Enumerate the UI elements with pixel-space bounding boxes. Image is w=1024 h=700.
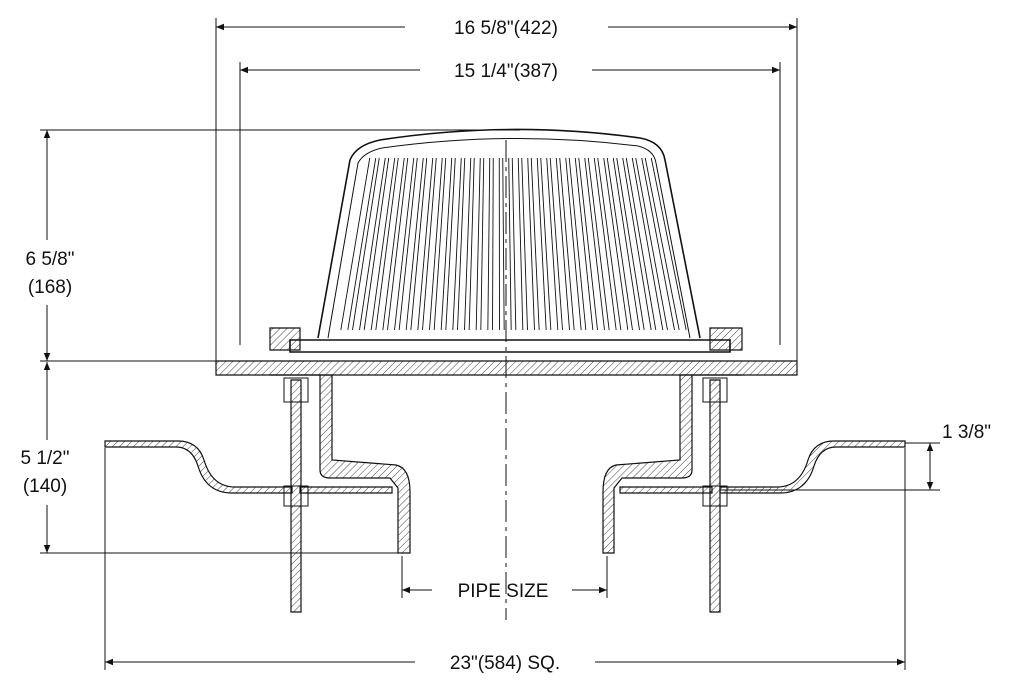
label-flange-width: 16 5/8"(422) — [454, 18, 558, 39]
dome-rib — [644, 157, 687, 331]
label-body-depth-in: 5 1/2" — [20, 448, 69, 469]
extension-lines — [40, 18, 940, 670]
dome-strainer — [269, 128, 743, 353]
dome-rib — [530, 157, 547, 331]
dome-rib — [375, 157, 405, 331]
dome-rib — [387, 157, 415, 331]
dome-rib — [340, 157, 377, 331]
dome-rib — [398, 157, 424, 331]
dome-rib — [521, 157, 535, 331]
dome-rib — [363, 157, 396, 331]
dome-rib — [352, 157, 386, 331]
dome-rib — [549, 157, 570, 331]
drain-body — [104, 360, 906, 613]
dome-rib — [410, 157, 434, 331]
label-dome-height-in: 6 5/8" — [25, 249, 74, 270]
dome-rib — [616, 157, 652, 331]
dome-rib — [606, 157, 640, 331]
dome-rib — [540, 157, 559, 331]
dome-rib — [445, 157, 462, 331]
dome-rib — [587, 157, 617, 331]
label-dome-height-mm: (168) — [28, 277, 72, 298]
dome-rib — [578, 157, 605, 331]
dome-rib — [502, 157, 512, 331]
dome-rib — [480, 157, 491, 331]
dome-rib — [457, 157, 472, 331]
dome-rib — [635, 157, 675, 331]
dimension-lines — [43, 23, 934, 666]
label-sump-square: 23"(584) SQ. — [450, 653, 560, 674]
label-pipe-size: PIPE SIZE — [458, 581, 549, 602]
dome-rib — [468, 157, 481, 331]
dome-rib — [597, 157, 629, 331]
dome-ribs — [340, 157, 687, 331]
label-dome-width: 15 1/4"(387) — [454, 61, 558, 82]
dome-rib — [422, 157, 443, 331]
dome-rib — [433, 157, 453, 331]
dome-rib — [492, 157, 500, 331]
dome-rib — [625, 157, 664, 331]
dome-rib — [559, 157, 582, 331]
dome-rib — [568, 157, 594, 331]
label-sump-depth: 1 3/8" — [942, 422, 991, 443]
label-body-depth-mm: (140) — [23, 476, 67, 497]
dome-rib — [511, 157, 524, 331]
